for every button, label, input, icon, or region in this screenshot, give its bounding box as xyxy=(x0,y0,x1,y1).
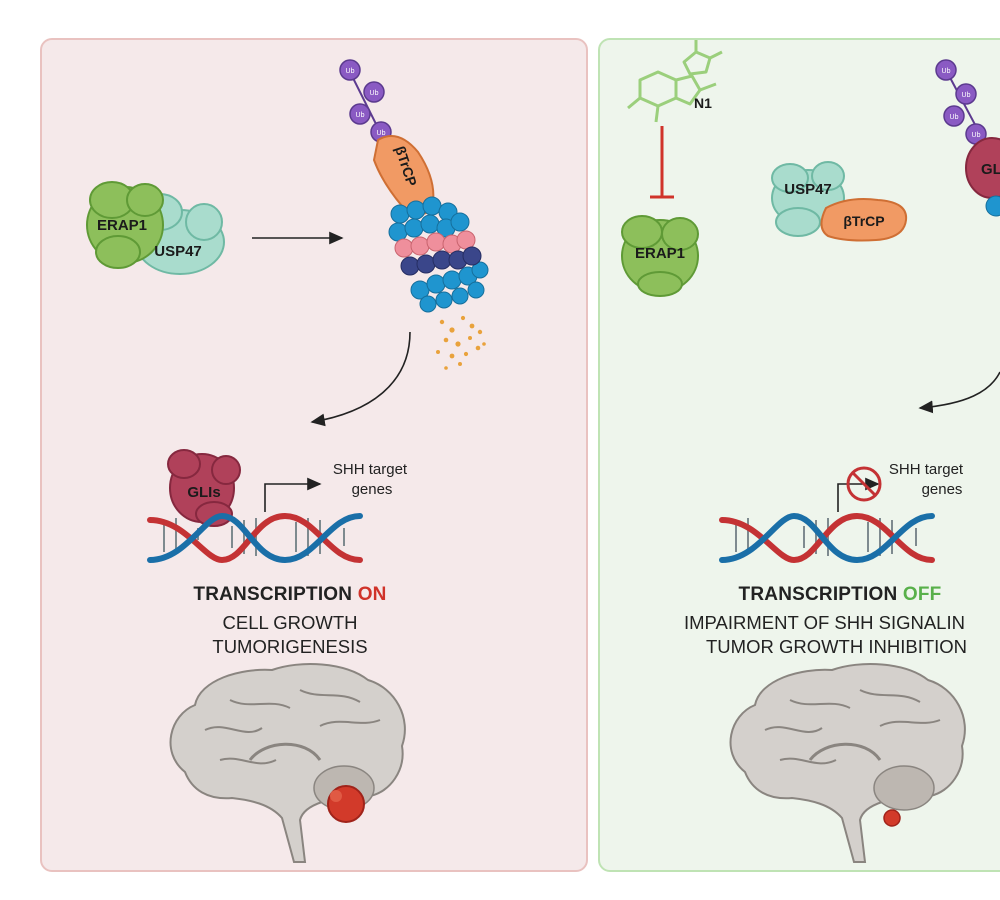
curved-arrow-right xyxy=(918,371,1000,414)
outcome-line-1-left: CELL GROWTH xyxy=(222,612,358,633)
svg-text:Ub: Ub xyxy=(377,130,386,137)
erap1-label: ERAP1 xyxy=(97,217,147,234)
transcription-status-left: TRANSCRIPTION ON xyxy=(193,584,387,605)
transcription-status-right: TRANSCRIPTION OFF xyxy=(738,584,942,605)
outcome-line-2-left: TUMORIGENESIS xyxy=(212,636,368,657)
outcome-line-1-right: IMPAIRMENT OF SHH SIGNALIN xyxy=(684,612,965,633)
n1-label: N1 xyxy=(694,95,712,111)
ubiquitin-chain-right: Ub Ub Ub Ub xyxy=(935,59,987,145)
ubiquitin-icon xyxy=(363,81,385,103)
usp47-label: USP47 xyxy=(154,243,202,260)
erap1-protein-inhibited: ERAP1 xyxy=(621,215,699,297)
btrcp-label-right: βTrCP xyxy=(843,213,884,229)
degraded-fragments xyxy=(436,315,486,370)
outcome-line-2-right: TUMOR GROWTH INHIBITION xyxy=(706,636,968,657)
svg-text:Ub: Ub xyxy=(942,68,951,75)
brain-icon xyxy=(169,663,406,863)
svg-text:Ub: Ub xyxy=(972,132,981,139)
ubiquitin-icon xyxy=(943,105,965,127)
tumor-icon xyxy=(327,785,365,823)
usp47-label-right: USP47 xyxy=(784,181,832,198)
target-genes-label-2: genes xyxy=(352,481,393,498)
svg-text:Ub: Ub xyxy=(370,90,379,97)
gli-protein-right: GL xyxy=(965,137,1000,217)
erap1-usp47-complex: ERAP1 USP47 xyxy=(86,181,225,275)
usp47-btrcp-complex: USP47 βTrCP xyxy=(771,161,908,242)
erap1-label-right: ERAP1 xyxy=(635,245,685,262)
svg-text:Ub: Ub xyxy=(962,92,971,99)
dna-helix-icon xyxy=(719,512,935,564)
glis-label: GLIs xyxy=(187,484,220,501)
transcription-start-arrow xyxy=(264,477,322,512)
ubiquitin-chain: Ub Ub Ub Ub xyxy=(339,59,392,143)
proteasome-icon xyxy=(388,196,489,313)
ubiquitin-icon xyxy=(339,59,361,81)
inhibition-arrow xyxy=(650,126,674,199)
svg-text:Ub: Ub xyxy=(356,112,365,119)
dna-helix-icon xyxy=(147,512,363,564)
svg-text:Ub: Ub xyxy=(950,114,959,121)
ubiquitin-icon xyxy=(349,103,371,125)
tumor-icon xyxy=(883,809,901,827)
curved-arrow-to-nucleus xyxy=(310,331,411,427)
gli-label-right: GL xyxy=(981,161,1000,178)
n1-molecule-icon xyxy=(627,40,723,123)
target-genes-label-right: SHH target xyxy=(889,461,964,478)
gli-protein: GLIs xyxy=(167,449,241,527)
ubiquitin-icon xyxy=(955,83,977,105)
svg-text:Ub: Ub xyxy=(346,68,355,75)
prohibited-icon xyxy=(846,466,882,502)
ubiquitin-icon xyxy=(935,59,957,81)
brain-icon xyxy=(729,663,966,863)
target-genes-label-right-2: genes xyxy=(922,481,963,498)
target-genes-label: SHH target xyxy=(333,461,408,478)
erap1-protein xyxy=(86,181,164,269)
